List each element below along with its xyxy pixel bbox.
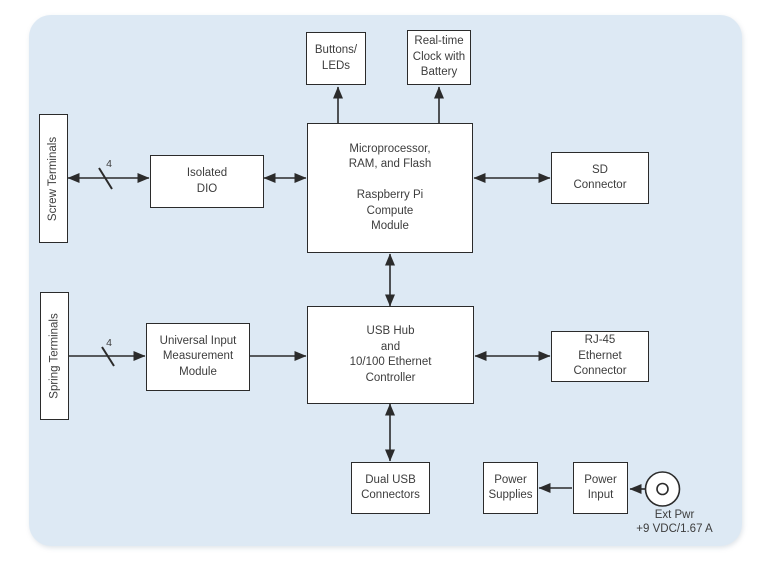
rtc-box: Real-time Clock with Battery	[407, 30, 471, 85]
universal-input-box: Universal Input Measurement Module	[146, 323, 250, 391]
isolated-dio-box: Isolated DIO	[150, 155, 264, 208]
processor-label: Microprocessor, RAM, and Flash Raspberry…	[348, 142, 432, 233]
isolated-dio-label: Isolated DIO	[186, 167, 228, 195]
usb-hub-box: USB Hub and 10/100 Ethernet Controller	[307, 306, 474, 404]
buttons-leds-label: Buttons/ LEDs	[314, 44, 358, 72]
power-input-label: Power Input	[584, 473, 617, 502]
spring-bus-width-label: 4	[106, 337, 112, 349]
ext-power-label: Ext Pwr	[654, 509, 695, 521]
usb-hub-label: USB Hub and 10/100 Ethernet Controller	[349, 325, 432, 384]
bus-width-slash-screw	[98, 167, 113, 190]
spring-terminals-label: Spring Terminals	[48, 313, 61, 399]
ext-power-caption: Ext Pwr +9 VDC/1.67 A	[604, 508, 745, 536]
screw-bus-width-label: 4	[106, 158, 112, 170]
processor-box: Microprocessor, RAM, and Flash Raspberry…	[307, 123, 473, 253]
power-input-box: Power Input	[573, 462, 628, 514]
buttons-leds-box: Buttons/ LEDs	[306, 32, 366, 85]
spring-terminals-box: Spring Terminals	[40, 292, 69, 420]
rj45-connector-label: RJ-45 Ethernet Connector	[573, 334, 627, 378]
screw-terminals-box: Screw Terminals	[39, 114, 68, 243]
power-supplies-label: Power Supplies	[488, 473, 533, 502]
ext-power-connector-pin-icon	[656, 482, 669, 496]
rtc-label: Real-time Clock with Battery	[412, 35, 466, 79]
sd-connector-label: SD Connector	[573, 163, 627, 192]
sd-connector-box: SD Connector	[551, 152, 649, 204]
dual-usb-label: Dual USB Connectors	[361, 473, 420, 502]
rj45-connector-box: RJ-45 Ethernet Connector	[551, 331, 649, 382]
dual-usb-box: Dual USB Connectors	[351, 462, 430, 514]
screw-terminals-label: Screw Terminals	[47, 136, 60, 221]
power-supplies-box: Power Supplies	[483, 462, 538, 514]
bus-width-slash-spring	[101, 346, 115, 367]
universal-input-label: Universal Input Measurement Module	[159, 334, 237, 378]
ext-power-rating: +9 VDC/1.67 A	[636, 523, 713, 535]
